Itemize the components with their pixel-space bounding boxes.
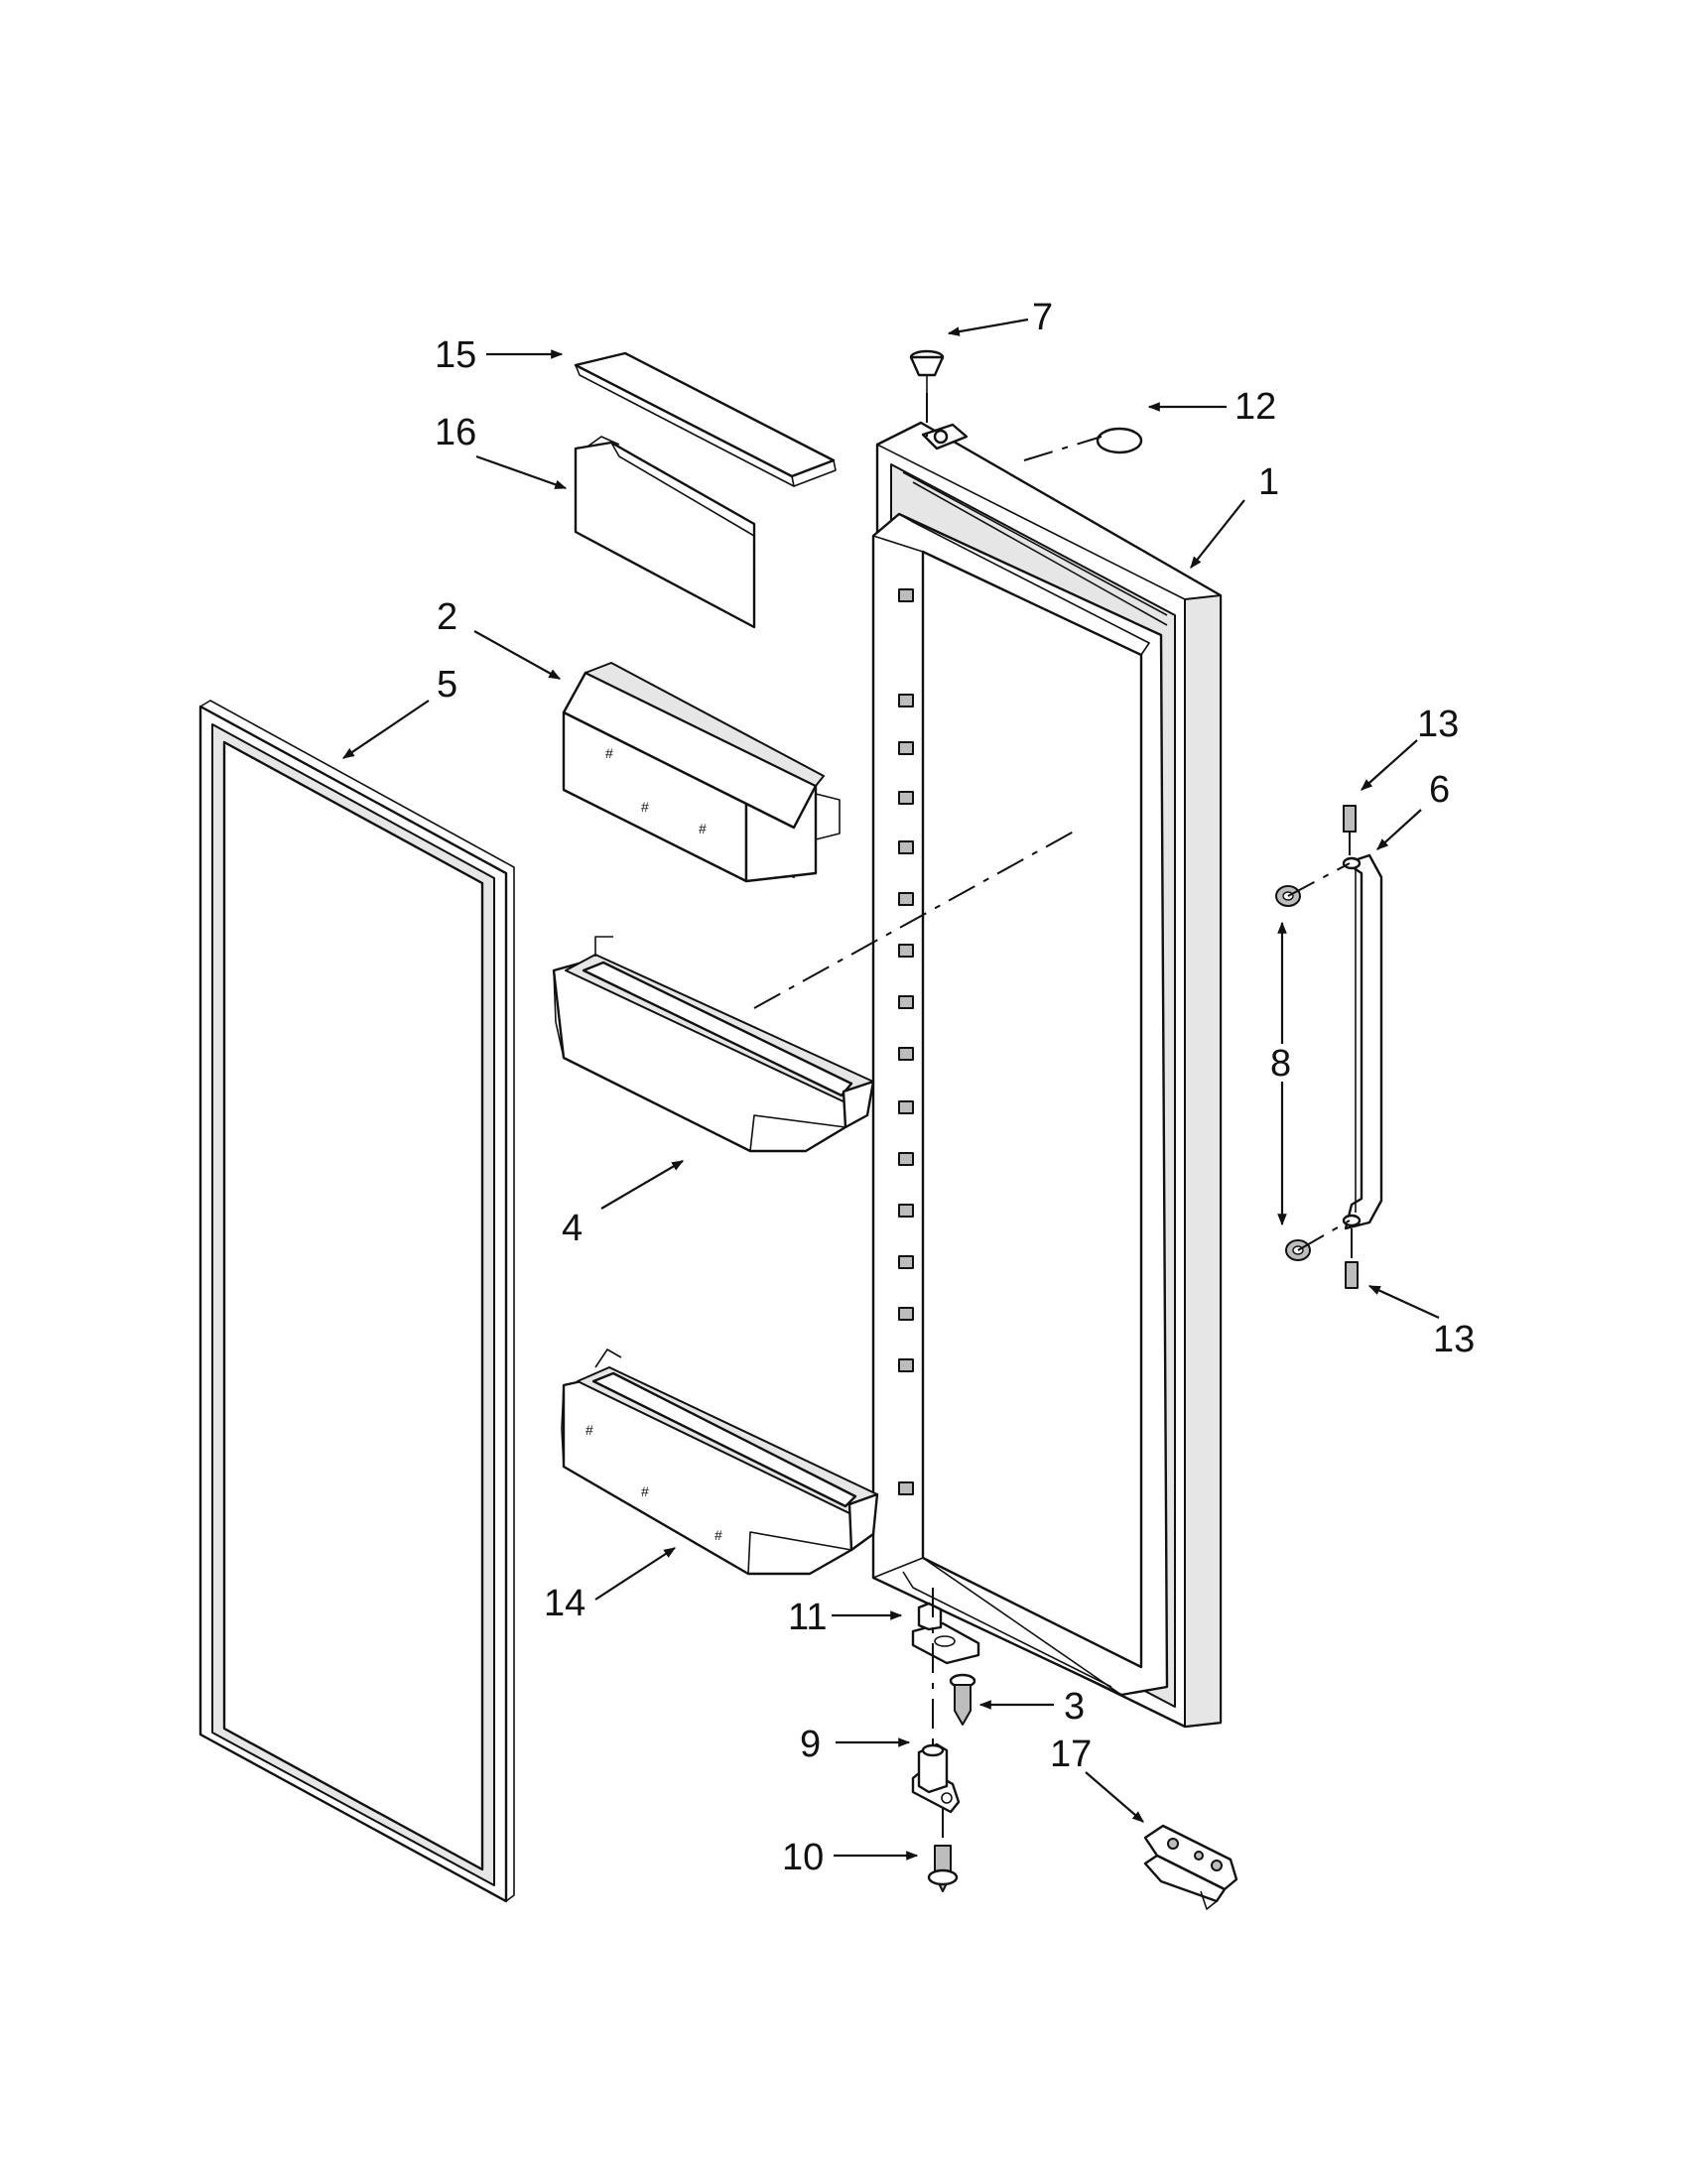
svg-text:#: # xyxy=(699,821,707,836)
label-12: 12 xyxy=(1234,386,1276,428)
lower-hinge xyxy=(911,1742,961,1814)
assembly-lines xyxy=(753,393,1353,1844)
handle-spacers xyxy=(1275,885,1311,1261)
label-5: 5 xyxy=(437,664,457,706)
label-8: 8 xyxy=(1270,1043,1291,1085)
label-9: 9 xyxy=(800,1724,821,1765)
label-4: 4 xyxy=(562,1208,583,1249)
arrow-13-top xyxy=(1361,739,1418,791)
door-liner xyxy=(871,421,1223,1729)
door-bin-lower: # # # xyxy=(561,1349,879,1576)
label-13-bottom: 13 xyxy=(1433,1319,1475,1360)
hinge-cover xyxy=(1143,1824,1238,1910)
arrow-16 xyxy=(475,454,568,490)
arrow-6 xyxy=(1376,809,1422,850)
label-10: 10 xyxy=(782,1837,824,1878)
label-1: 1 xyxy=(1258,461,1279,503)
leader-arrows xyxy=(342,318,1440,1861)
dairy-bin: # # # xyxy=(562,662,841,883)
svg-text:#: # xyxy=(641,799,649,815)
arrow-17 xyxy=(1085,1771,1144,1823)
arrow-2 xyxy=(473,630,562,680)
bin-front xyxy=(574,436,756,629)
set-screws xyxy=(1343,805,1359,1289)
hinge-plate xyxy=(911,1602,980,1665)
screw-upper xyxy=(949,1673,976,1726)
arrow-7 xyxy=(947,318,1029,336)
svg-text:#: # xyxy=(714,1527,722,1543)
label-15: 15 xyxy=(435,334,476,376)
arrow-13-bottom xyxy=(1367,1284,1440,1320)
label-16: 16 xyxy=(435,412,476,453)
arrow-5 xyxy=(342,700,430,759)
plug xyxy=(1096,427,1143,454)
door-handle xyxy=(1342,853,1383,1230)
label-14: 14 xyxy=(544,1583,585,1624)
label-13-top: 13 xyxy=(1417,704,1459,745)
callout-labels: 15 16 2 5 4 14 7 12 1 13 6 8 13 11 3 9 1… xyxy=(435,297,1475,1878)
label-17: 17 xyxy=(1050,1734,1092,1775)
svg-text:#: # xyxy=(641,1483,649,1499)
label-7: 7 xyxy=(1032,297,1053,338)
label-2: 2 xyxy=(437,596,457,638)
screw-lower xyxy=(927,1845,959,1892)
door-bin-upper xyxy=(552,936,875,1153)
arrow-14 xyxy=(594,1547,677,1601)
bin-lid xyxy=(574,351,837,487)
svg-text:#: # xyxy=(585,1422,593,1438)
shelf-clips xyxy=(898,588,914,1495)
label-11: 11 xyxy=(788,1597,827,1638)
label-6: 6 xyxy=(1429,769,1450,811)
label-3: 3 xyxy=(1064,1686,1085,1728)
door-gasket xyxy=(198,700,515,1903)
svg-text:#: # xyxy=(605,745,613,761)
arrow-1 xyxy=(1190,499,1245,569)
hinge-cap xyxy=(909,349,945,393)
arrow-4 xyxy=(600,1160,685,1210)
